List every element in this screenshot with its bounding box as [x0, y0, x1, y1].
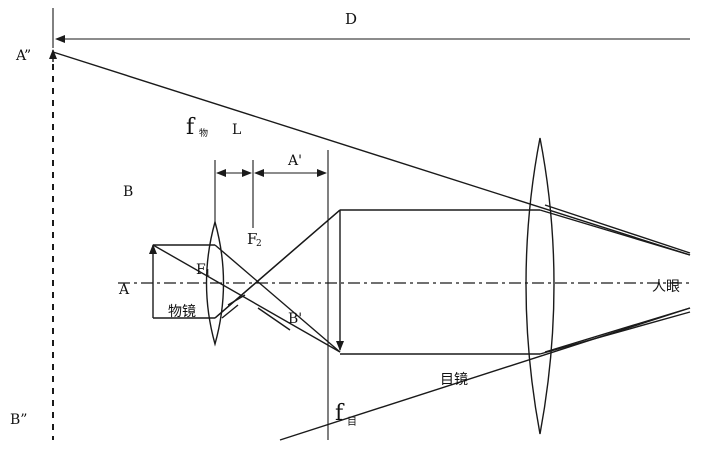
label-objective: 物镜: [168, 304, 196, 320]
label-a-prime-top: A': [287, 153, 302, 169]
ray-short-left-2: [227, 294, 246, 306]
eyepiece-lens: [525, 137, 555, 435]
label-f2-sub: 2: [256, 239, 262, 249]
label-eyepiece: 目镜: [440, 372, 468, 388]
ray-top-through-focus: [214, 244, 341, 353]
ray-short-left: [221, 304, 239, 319]
label-b-double-prime: B”: [10, 412, 27, 428]
label-a: A: [118, 282, 130, 298]
label-a-double-prime: A”: [15, 48, 31, 64]
ray-axis-segment: [257, 307, 291, 331]
exit-ray-bottom: [539, 311, 691, 355]
objective-lens: [205, 219, 225, 347]
label-f-obj-sub: 物: [199, 127, 208, 139]
lower-long-ray: [279, 307, 691, 441]
label-f-eye: f: [335, 401, 345, 426]
label-f1: F: [196, 262, 206, 278]
ray-top-crossing: [152, 244, 341, 353]
exit-ray-top: [539, 209, 691, 256]
label-f-obj: f: [186, 115, 196, 140]
label-eye: 人眼: [652, 279, 680, 295]
label-b: B: [123, 184, 133, 200]
label-f1-sub: 1: [205, 269, 211, 279]
label-f-eye-sub: 目: [347, 417, 357, 428]
label-f2: F: [247, 230, 257, 248]
label-b-prime: B': [288, 311, 302, 327]
label-l: L: [232, 122, 241, 138]
upper-virtual-ray: [52, 51, 691, 256]
label-d: D: [345, 10, 357, 28]
exit-ray-top-2: [544, 204, 691, 254]
